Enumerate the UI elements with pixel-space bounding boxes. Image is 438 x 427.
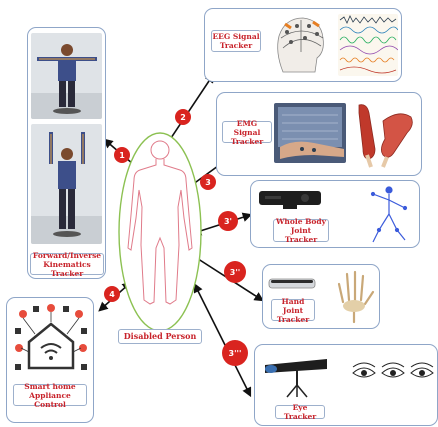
eye-label: Eye Tracker bbox=[275, 405, 325, 419]
emg-label: EMG Signal Tracker bbox=[222, 121, 272, 143]
arrow-eye bbox=[195, 285, 250, 395]
badge-smart-home: 4 bbox=[104, 286, 120, 302]
badge-eye: 3''' bbox=[222, 340, 248, 366]
eeg-head-image bbox=[265, 12, 329, 78]
kinematics-module: Forward/Inverse Kinematics Tracker bbox=[27, 27, 106, 279]
center-label: Disabled Person bbox=[118, 329, 202, 344]
eye-module: Eye Tracker bbox=[254, 344, 438, 426]
person-ellipse bbox=[119, 133, 201, 331]
kinematics-photo-bottom bbox=[31, 124, 102, 244]
badge-kinematics: 1 bbox=[114, 147, 130, 163]
kinematics-label: Forward/Inverse Kinematics Tracker bbox=[30, 253, 104, 275]
kinematics-photo-top bbox=[31, 33, 102, 119]
eye-tracker-device-image bbox=[261, 355, 331, 399]
badge-eeg: 2 bbox=[175, 109, 191, 125]
eeg-waveform-image bbox=[338, 14, 398, 76]
emg-module: EMG Signal Tracker bbox=[216, 92, 422, 176]
badge-emg: 3 bbox=[200, 174, 216, 190]
emg-muscle-image bbox=[353, 99, 419, 171]
eyes-illustration bbox=[351, 361, 435, 385]
whole-body-module: Whole Body Joint Tracker bbox=[250, 180, 420, 248]
hand-skeleton-image bbox=[331, 268, 377, 326]
badge-hand: 3'' bbox=[224, 261, 246, 283]
emg-arm-photo bbox=[274, 103, 346, 163]
smart-home-icons-image bbox=[13, 302, 89, 378]
eeg-module: EEG Signal Tracker bbox=[204, 8, 402, 82]
smart-home-module: Smart home Appliance Control bbox=[6, 297, 94, 423]
smart-home-label: Smart home Appliance Control bbox=[13, 384, 87, 406]
eeg-label: EEG Signal Tracker bbox=[211, 30, 261, 52]
kinect-sensor-image bbox=[257, 189, 323, 211]
skeleton-image bbox=[359, 184, 417, 246]
leap-sensor-image bbox=[267, 275, 317, 293]
badge-whole-body: 3' bbox=[218, 211, 238, 231]
hand-module: Hand Joint Tracker bbox=[262, 264, 380, 329]
whole-body-label: Whole Body Joint Tracker bbox=[273, 219, 329, 242]
hand-label: Hand Joint Tracker bbox=[271, 299, 315, 321]
